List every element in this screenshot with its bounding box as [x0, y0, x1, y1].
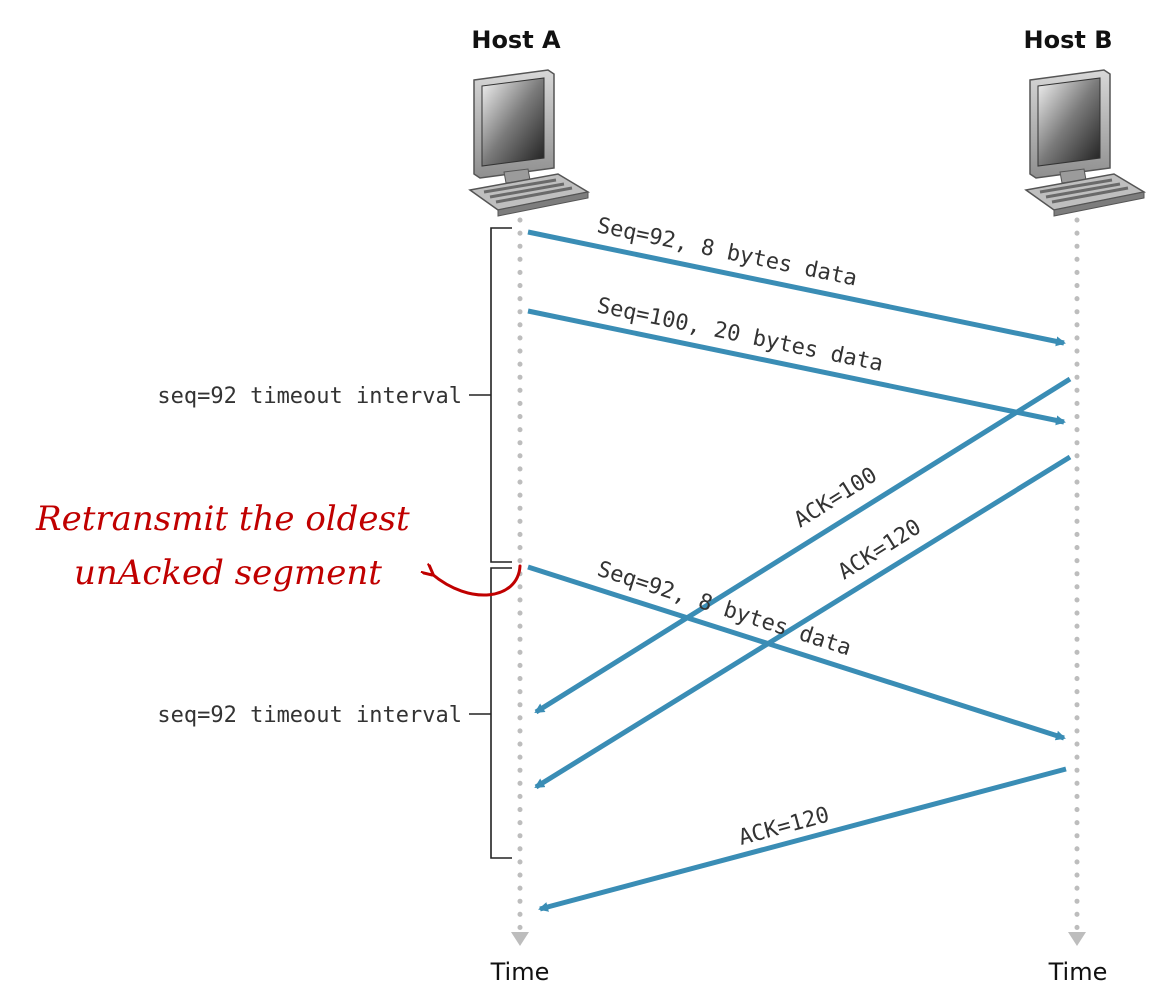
annotation-line-2: unAcked segment [74, 553, 382, 593]
annotation-arrow-icon [432, 566, 522, 597]
arrow-seq92-first [527, 229, 1066, 347]
host-a-label: Host A [471, 26, 561, 54]
arrow-ack120-first [534, 454, 1072, 790]
timeout-bracket-first [490, 227, 512, 563]
host-b-label: Host B [1024, 26, 1113, 54]
label-seq92-retransmit: Seq=92, 8 bytes data [594, 557, 854, 661]
arrow-ack100 [534, 376, 1072, 715]
host-b-time-arrow-icon [1068, 932, 1086, 946]
host-b-computer-icon [1024, 69, 1147, 217]
arrow-seq100 [527, 308, 1066, 426]
annotation-line-1: Retransmit the oldest [35, 499, 410, 539]
host-a-time-arrow-icon [511, 932, 529, 946]
host-a-time-label: Time [490, 958, 550, 986]
host-b-time-label: Time [1048, 958, 1108, 986]
timeout-label-second: seq=92 timeout interval [157, 703, 462, 728]
host-a-computer-icon [468, 69, 591, 217]
arrow-seq92-retransmit [527, 564, 1066, 741]
timeout-label-first: seq=92 timeout interval [157, 384, 462, 409]
arrow-ack120-final [538, 766, 1067, 912]
timeout-bracket-second [490, 567, 512, 859]
